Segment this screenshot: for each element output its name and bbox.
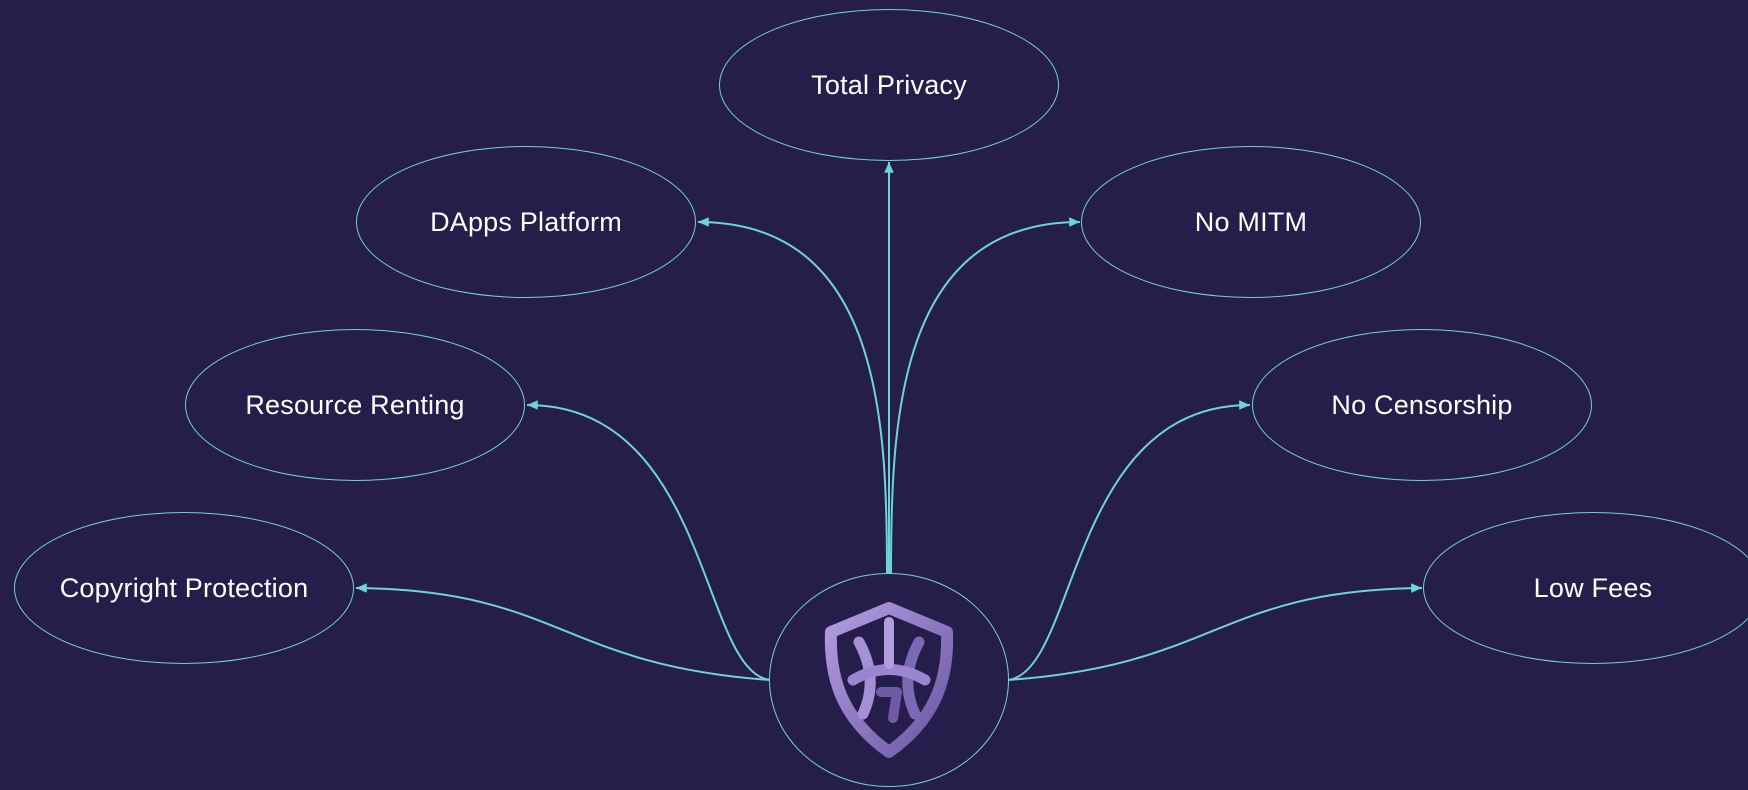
node-label: No MITM: [1194, 206, 1308, 237]
node-total-privacy: Total Privacy: [719, 9, 1059, 161]
node-no-mitm: No MITM: [1081, 146, 1421, 298]
connector-no-mitm: [890, 217, 1081, 574]
node-copyright-protection: Copyright Protection: [14, 512, 354, 664]
connector-low-fees: [1007, 583, 1423, 681]
node-dapps-platform: DApps Platform: [356, 146, 696, 298]
node-resource-renting: Resource Renting: [185, 329, 525, 481]
hub-node: [769, 573, 1009, 787]
node-label: Total Privacy: [811, 69, 967, 100]
connector-resource-renting: [526, 400, 771, 681]
node-no-censorship: No Censorship: [1252, 329, 1592, 481]
node-label: Copyright Protection: [59, 572, 309, 603]
node-label: DApps Platform: [430, 206, 622, 237]
shield-logo-icon: [824, 602, 954, 758]
connector-no-censorship: [1007, 400, 1251, 681]
node-label: Resource Renting: [245, 389, 465, 420]
node-label: Low Fees: [1533, 572, 1653, 603]
connector-dapps-platform: [697, 217, 888, 574]
node-label: No Censorship: [1331, 389, 1513, 420]
connector-copyright-protection: [355, 583, 771, 681]
node-low-fees: Low Fees: [1423, 512, 1748, 664]
